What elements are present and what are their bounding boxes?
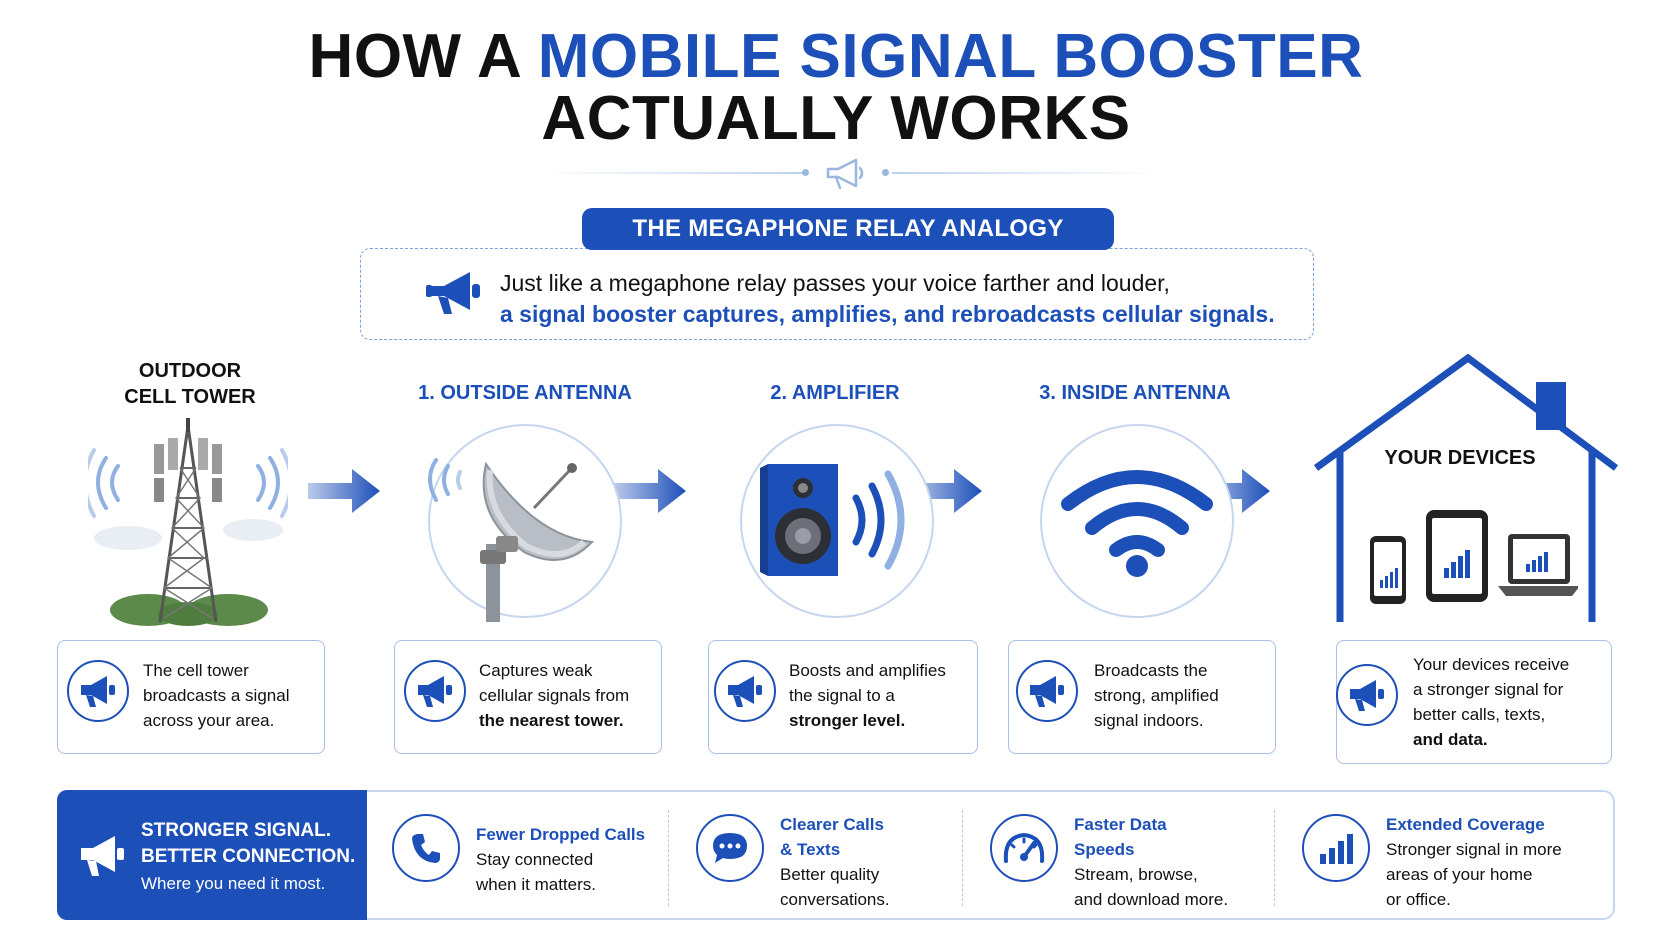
benefits-main-line: STRONGER SIGNAL. xyxy=(141,820,332,841)
desc-line: Broadcasts the xyxy=(1094,661,1208,680)
benefit-title-clearer-calls: Clearer Calls & Texts xyxy=(780,812,884,862)
megaphone-icon xyxy=(404,660,466,722)
analogy-line-1: Just like a megaphone relay passes your … xyxy=(500,270,1170,296)
benefit-separator xyxy=(1274,810,1275,906)
benefit-separator xyxy=(962,810,963,906)
page-title-line-1: HOW A MOBILE SIGNAL BOOSTER xyxy=(0,26,1672,88)
benefit-desc-faster-data: Stream, browse, and download more. xyxy=(1074,862,1228,912)
megaphone-icon xyxy=(81,836,124,876)
devices-icon xyxy=(1370,510,1578,604)
desc-text-amplifier: Boosts and amplifies the signal to a str… xyxy=(789,658,946,733)
arrow-right-icon xyxy=(614,469,686,513)
benefit-separator xyxy=(668,810,669,906)
divider-dot xyxy=(802,169,809,176)
desc-text-inside-antenna: Broadcasts the strong, amplified signal … xyxy=(1094,658,1219,733)
benefits-main-panel: STRONGER SIGNAL. BETTER CONNECTION. Wher… xyxy=(57,790,367,920)
benefit-title-line: Faster Data xyxy=(1074,815,1167,834)
megaphone-icon xyxy=(826,158,864,190)
benefit-desc-line: conversations. xyxy=(780,890,890,909)
step-label-line: CELL TOWER xyxy=(124,386,256,408)
step-label-devices: YOUR DEVICES xyxy=(1384,447,1536,469)
megaphone-icon xyxy=(1016,660,1078,722)
title-divider-left xyxy=(540,172,805,174)
benefit-desc-clearer-calls: Better quality conversations. xyxy=(780,862,890,912)
benefit-title-faster-data: Faster Data Speeds xyxy=(1074,812,1167,862)
analogy-heading: THE MEGAPHONE RELAY ANALOGY xyxy=(582,208,1114,250)
benefit-desc-line: areas of your home xyxy=(1386,865,1533,884)
benefit-title-line: & Texts xyxy=(780,840,841,859)
desc-line: strong, amplified xyxy=(1094,686,1219,705)
phone-icon xyxy=(392,814,460,882)
benefit-desc-dropped-calls: Stay connected when it matters. xyxy=(476,847,596,897)
benefit-title-line: Clearer Calls xyxy=(780,815,884,834)
analogy-text: Just like a megaphone relay passes your … xyxy=(500,268,1275,330)
desc-line: a stronger signal for xyxy=(1413,680,1564,699)
benefit-desc-line: Stronger signal in more xyxy=(1386,840,1562,859)
benefit-title-dropped-calls: Fewer Dropped Calls xyxy=(476,825,646,844)
arrow-right-icon xyxy=(1198,469,1270,513)
inside-antenna-circle xyxy=(1040,424,1234,618)
benefit-title-extended-coverage: Extended Coverage xyxy=(1386,815,1545,834)
benefit-desc-line: or office. xyxy=(1386,890,1451,909)
benefit-desc-extended-coverage: Stronger signal in more areas of your ho… xyxy=(1386,837,1562,912)
analogy-line-2: a signal booster captures, amplifies, an… xyxy=(500,301,1275,327)
step-label-inside-antenna: 3. INSIDE ANTENNA xyxy=(1039,382,1231,404)
benefit-desc-line: when it matters. xyxy=(476,875,596,894)
desc-line-bold: the nearest tower. xyxy=(479,711,624,730)
signal-bars-icon xyxy=(1302,814,1370,882)
desc-line: The cell tower xyxy=(143,661,249,680)
speaker-icon xyxy=(760,464,905,576)
desc-line: cellular signals from xyxy=(479,686,630,705)
desc-line-bold: and data. xyxy=(1413,730,1488,749)
megaphone-icon xyxy=(714,660,776,722)
desc-line: the signal to a xyxy=(789,686,895,705)
step-label-tower: OUTDOOR CELL TOWER xyxy=(100,358,280,410)
step-label-amplifier: 2. AMPLIFIER xyxy=(770,382,900,404)
satellite-dish-icon xyxy=(428,458,595,622)
desc-text-outside-antenna: Captures weak cellular signals from the … xyxy=(479,658,629,733)
megaphone-icon xyxy=(67,660,129,722)
desc-line-bold: stronger level. xyxy=(789,711,906,730)
desc-text-tower: The cell tower broadcasts a signal acros… xyxy=(143,658,289,733)
benefit-desc-line: Stream, browse, xyxy=(1074,865,1198,884)
desc-text-devices: Your devices receive a stronger signal f… xyxy=(1413,652,1569,752)
desc-line: better calls, texts, xyxy=(1413,705,1546,724)
benefit-title-line: Speeds xyxy=(1074,840,1135,859)
benefits-main-subtitle: Where you need it most. xyxy=(141,874,326,893)
desc-line: Boosts and amplifies xyxy=(789,661,946,680)
desc-card-tower xyxy=(57,640,325,754)
house-icon xyxy=(1313,353,1619,622)
benefit-desc-line: and download more. xyxy=(1074,890,1229,909)
page-title-line-2: ACTUALLY WORKS xyxy=(541,84,1131,153)
wifi-icon xyxy=(1061,470,1213,577)
desc-line: Your devices receive xyxy=(1413,655,1570,674)
megaphone-icon xyxy=(426,272,480,314)
benefit-desc-line: Stay connected xyxy=(476,850,594,869)
step-label-outside-antenna: 1. OUTSIDE ANTENNA xyxy=(418,382,632,404)
desc-line: broadcasts a signal xyxy=(143,686,290,705)
arrow-right-icon xyxy=(910,469,982,513)
arrow-right-icon xyxy=(308,469,380,513)
title-prefix: HOW A xyxy=(308,22,520,91)
benefit-desc-line: Better quality xyxy=(780,865,880,884)
divider-dot xyxy=(882,169,889,176)
speedometer-icon xyxy=(990,814,1058,882)
benefits-main-line: BETTER CONNECTION. xyxy=(141,846,356,867)
step-label-line: OUTDOOR xyxy=(138,360,242,382)
desc-line: across your area. xyxy=(143,711,275,730)
benefits-main-title: STRONGER SIGNAL. BETTER CONNECTION. xyxy=(141,818,355,870)
title-accent: MOBILE SIGNAL BOOSTER xyxy=(537,22,1364,91)
title-divider-right xyxy=(892,172,1157,174)
desc-line: signal indoors. xyxy=(1094,711,1204,730)
desc-line: Captures weak xyxy=(479,661,593,680)
megaphone-icon xyxy=(1336,664,1398,726)
cell-tower-icon xyxy=(88,418,288,626)
chat-bubble-icon xyxy=(696,814,764,882)
